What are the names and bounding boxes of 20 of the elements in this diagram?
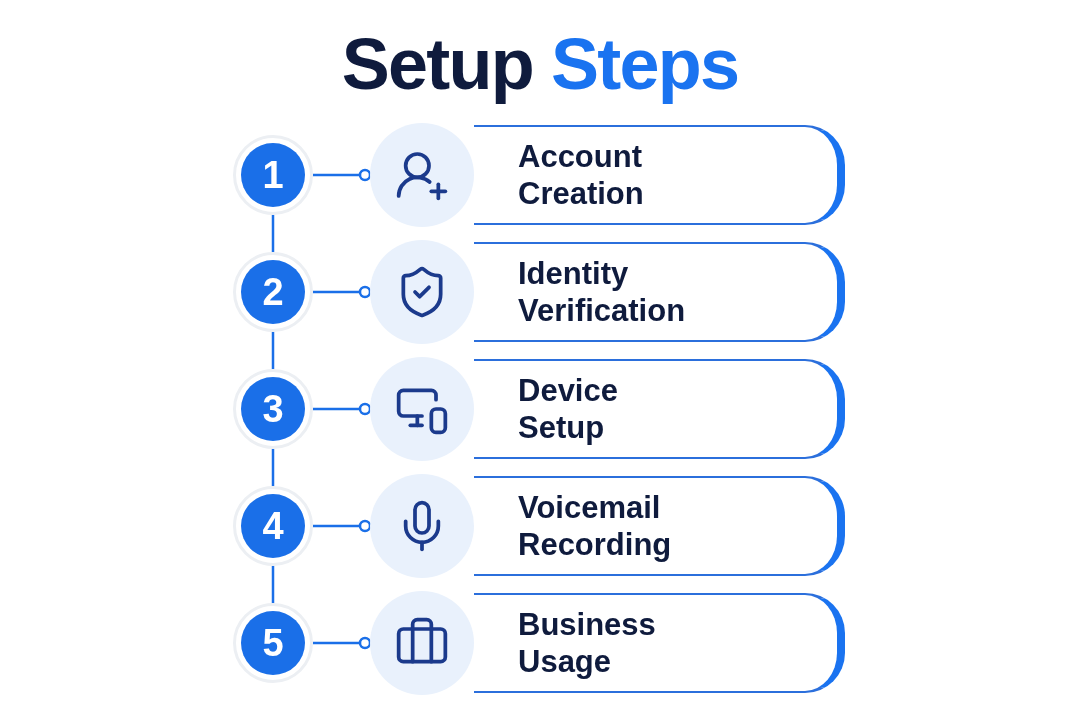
step-card: [474, 476, 845, 576]
step-title: Business Usage: [518, 606, 657, 680]
connector-line: [271, 332, 275, 369]
connector-line: [313, 402, 372, 416]
connector-line: [313, 636, 372, 650]
title: Setup Steps: [340, 23, 740, 106]
step-card: [474, 359, 845, 459]
step-card: [474, 593, 845, 693]
step-card: [474, 242, 845, 342]
step-card: [474, 125, 845, 225]
connector-line: [271, 449, 275, 486]
step-title: Voicemail Recording: [518, 489, 673, 563]
connector-line: [271, 215, 275, 252]
step-title: Device Setup: [518, 372, 619, 446]
connector-line: [313, 168, 372, 182]
connector-line: [313, 285, 372, 299]
step-title: Account Creation: [518, 138, 645, 212]
connector-line: [313, 519, 372, 533]
step-title: Identity Verification: [518, 255, 687, 329]
connector-line: [271, 566, 275, 603]
